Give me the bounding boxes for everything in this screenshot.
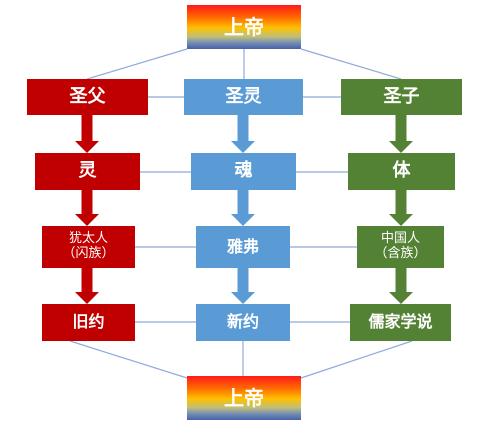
down-arrow [231, 268, 255, 304]
down-arrow [389, 268, 413, 304]
son-box: 圣子 [341, 79, 462, 115]
new-testament-box: 新约 [196, 304, 290, 341]
down-arrow [75, 190, 99, 226]
connector-line [300, 48, 402, 80]
bottom-god-box: 上帝 [187, 376, 301, 420]
down-arrow [389, 115, 413, 153]
connector-line [69, 340, 188, 379]
connector-line [86, 48, 188, 80]
father-box: 圣父 [27, 79, 148, 115]
chinese-box: 中国人 （含族） [357, 226, 444, 268]
jews-box: 犹太人 （闪族） [42, 226, 135, 268]
down-arrow [231, 190, 255, 226]
top-god-box: 上帝 [187, 5, 301, 49]
body-box: 体 [348, 153, 455, 190]
old-testament-box: 旧约 [42, 304, 135, 341]
down-arrow [75, 115, 99, 153]
down-arrow [231, 115, 255, 153]
japheth-box: 雅弗 [196, 226, 290, 268]
spirit-box: 灵 [35, 153, 140, 190]
connector-line [300, 340, 413, 379]
soul-box: 魂 [191, 153, 296, 190]
connector-lines [69, 48, 413, 379]
arrows [75, 115, 413, 304]
down-arrow [389, 190, 413, 226]
holy-spirit-box: 圣灵 [184, 79, 303, 115]
down-arrow [75, 268, 99, 304]
confucianism-box: 儒家学说 [350, 304, 451, 341]
